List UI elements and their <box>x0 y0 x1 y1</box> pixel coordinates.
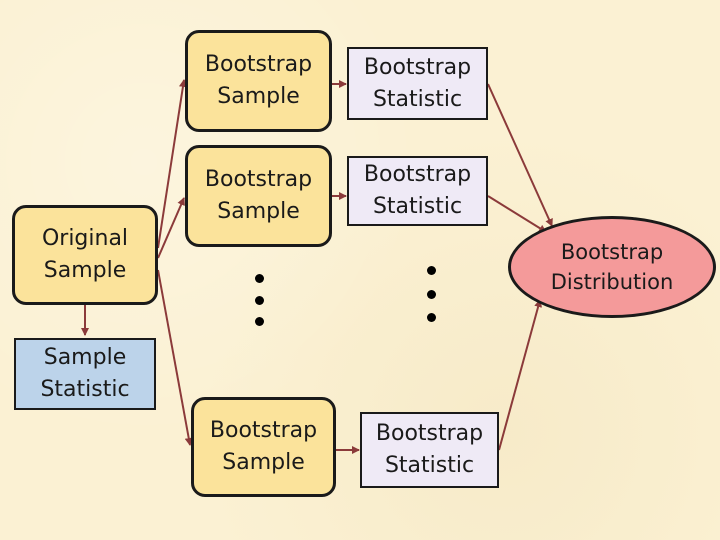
sample-statistic-box: Sample Statistic <box>14 338 156 410</box>
bootstrap-statistic-box-3: Bootstrap Statistic <box>360 412 499 488</box>
bootstrap-statistic-box-2: Bootstrap Statistic <box>347 156 488 226</box>
bootstrap-sample-label: Bootstrap Sample <box>204 167 313 224</box>
dot <box>254 317 264 326</box>
bootstrap-statistic-label: Bootstrap Statistic <box>363 162 472 219</box>
arrow-original-to-sample-2 <box>157 197 185 259</box>
bootstrap-statistic-label: Bootstrap Statistic <box>363 54 472 112</box>
bootstrap-statistic-label: Bootstrap Statistic <box>375 421 484 478</box>
original-sample-label: Original Sample <box>41 226 129 283</box>
original-sample-box: Original Sample <box>12 205 158 305</box>
arrow-statistic-3-to-distribution <box>498 299 543 451</box>
bootstrap-distribution-ellipse: Bootstrap Distribution <box>508 216 716 318</box>
bootstrap-distribution-label: Bootstrap Distribution <box>550 239 674 294</box>
bootstrap-statistic-box-1: Bootstrap Statistic <box>347 47 488 120</box>
arrow-original-to-sample-1 <box>157 79 187 249</box>
dot <box>254 295 264 305</box>
bootstrap-sample-box-3: Bootstrap Sample <box>191 397 336 497</box>
ellipsis-dots-samples <box>254 274 264 326</box>
arrow-original-to-sample-3 <box>157 269 193 446</box>
bootstrap-sample-box-2: Bootstrap Sample <box>185 145 332 247</box>
dot <box>426 289 436 299</box>
bootstrap-sample-box-1: Bootstrap Sample <box>185 30 332 132</box>
arrow-statistic-1-to-distribution <box>487 83 553 227</box>
arrow-statistic-2-to-distribution <box>487 195 547 233</box>
sample-statistic-label: Sample Statistic <box>40 345 130 402</box>
dot <box>254 274 264 283</box>
dot <box>426 313 436 322</box>
ellipsis-dots-statistics <box>426 266 436 322</box>
bootstrap-sample-label: Bootstrap Sample <box>209 418 318 475</box>
bootstrap-sample-label: Bootstrap Sample <box>204 52 313 109</box>
dot <box>426 266 436 275</box>
